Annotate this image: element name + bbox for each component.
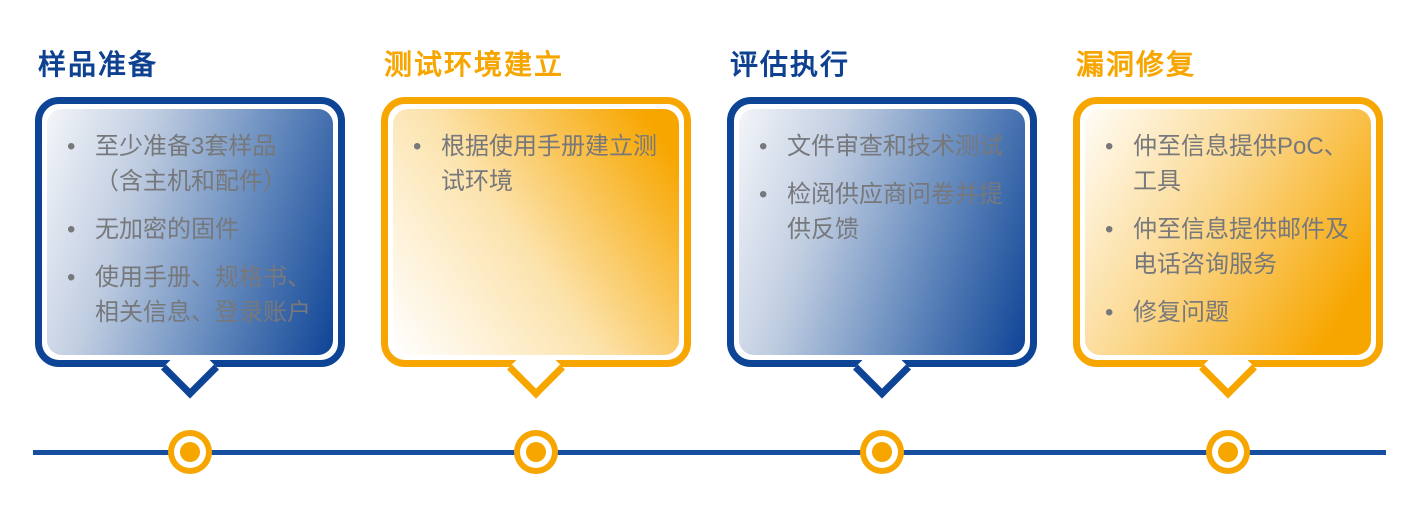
bullet-list: 至少准备3套样品（含主机和配件） 无加密的固件使用手册、规格书、相关信息、登录账户 [61,129,321,330]
bullet-list: 仲至信息提供PoC、工具仲至信息提供邮件及电话咨询服务修复问题 [1099,129,1359,330]
bullet-item: 修复问题 [1099,295,1359,330]
speech-bubble: 文件审查和技术测试检阅供应商问卷并提供反馈 [727,97,1037,399]
marker-dot [1218,442,1238,462]
timeline-marker-4 [1206,430,1250,474]
bullet-list: 文件审查和技术测试检阅供应商问卷并提供反馈 [753,129,1013,247]
marker-dot [180,442,200,462]
speech-bubble: 仲至信息提供PoC、工具仲至信息提供邮件及电话咨询服务修复问题 [1073,97,1383,399]
bubble-body: 仲至信息提供PoC、工具仲至信息提供邮件及电话咨询服务修复问题 [1085,109,1371,355]
speech-bubble: 至少准备3套样品（含主机和配件） 无加密的固件使用手册、规格书、相关信息、登录账户 [35,97,345,399]
stage-vulnerability-remediation: 漏洞修复 仲至信息提供PoC、工具仲至信息提供邮件及电话咨询服务修复问题 [1073,48,1383,399]
bullet-item: 仲至信息提供PoC、工具 [1099,129,1359,199]
stage-columns: 样品准备 至少准备3套样品（含主机和配件） 无加密的固件使用手册、规格书、相关信息… [35,48,1383,399]
bubble-body: 文件审查和技术测试检阅供应商问卷并提供反馈 [739,109,1025,355]
timeline-marker-1 [168,430,212,474]
bullet-item: 无加密的固件 [61,212,321,247]
bullet-item: 根据使用手册建立测试环境 [407,129,667,199]
bubble-body: 至少准备3套样品（含主机和配件） 无加密的固件使用手册、规格书、相关信息、登录账户 [47,109,333,355]
bullet-item: 使用手册、规格书、相关信息、登录账户 [61,260,321,330]
stage-assessment-execution: 评估执行 文件审查和技术测试检阅供应商问卷并提供反馈 [727,48,1037,399]
stage-title: 测试环境建立 [384,49,565,80]
stage-title: 评估执行 [730,49,851,80]
bullet-item: 检阅供应商问卷并提供反馈 [753,177,1013,247]
stage-sample-preparation: 样品准备 至少准备3套样品（含主机和配件） 无加密的固件使用手册、规格书、相关信息… [35,48,345,399]
stage-title: 样品准备 [38,49,159,80]
bullet-item: 文件审查和技术测试 [753,129,1013,164]
marker-dot [872,442,892,462]
stage-test-environment-setup: 测试环境建立 根据使用手册建立测试环境 [381,48,691,399]
timeline-marker-2 [514,430,558,474]
bullet-list: 根据使用手册建立测试环境 [407,129,667,199]
speech-bubble: 根据使用手册建立测试环境 [381,97,691,399]
timeline-marker-3 [860,430,904,474]
bubble-body: 根据使用手册建立测试环境 [393,109,679,355]
stage-title: 漏洞修复 [1076,49,1197,80]
bullet-item: 至少准备3套样品（含主机和配件） [61,129,321,199]
bullet-item: 仲至信息提供邮件及电话咨询服务 [1099,212,1359,282]
timeline-line [33,450,1386,455]
marker-dot [526,442,546,462]
